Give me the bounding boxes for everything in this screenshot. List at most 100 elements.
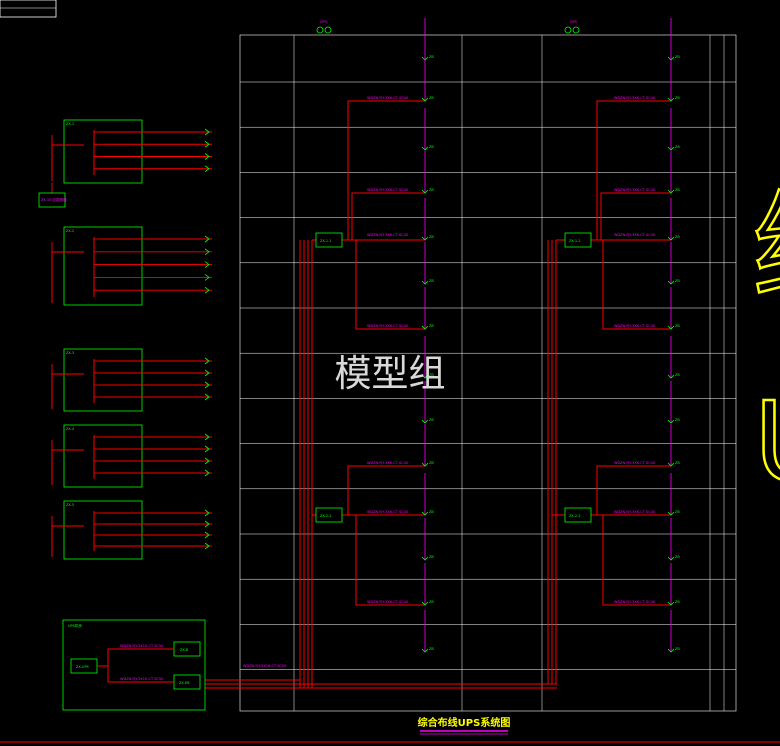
outlet-symbol bbox=[667, 374, 675, 379]
branch-upper-right-down bbox=[591, 239, 671, 330]
left-panel-label: ZX-4 bbox=[66, 427, 75, 431]
outlet-label: ZB bbox=[429, 418, 434, 422]
branch-lower-right-up bbox=[591, 465, 671, 516]
riser-box-4-label: ZX-2-2 bbox=[569, 514, 581, 518]
outlet-symbol bbox=[421, 374, 429, 379]
ups-box-label: ZX-UPS bbox=[76, 665, 90, 669]
main-feeder-label: WDZN-YJY-5X16-CT SC50 bbox=[243, 664, 286, 668]
riser-box-4: ZX-2-2 bbox=[564, 507, 592, 523]
outlet-label: ZB bbox=[675, 373, 680, 377]
panel-incoming-feed bbox=[51, 144, 84, 181]
outlet-label: ZB bbox=[675, 461, 680, 465]
left-panel-2: ZX-2 bbox=[51, 226, 212, 306]
branch-cable-label: WDZN-YJY-3X6-CT SC40 bbox=[614, 324, 655, 328]
branch-cable-label: WDZN-YJY-3X6-CT SC40 bbox=[367, 600, 408, 604]
riser-box-1-label: ZX-1-1 bbox=[320, 239, 332, 243]
panel-outlet-symbol bbox=[204, 248, 210, 256]
outlet-symbol bbox=[667, 648, 675, 653]
top-ups-label-right: UPS bbox=[570, 20, 578, 24]
outlet-symbol bbox=[421, 556, 429, 561]
riser-box-2-label: ZX-1-2 bbox=[569, 239, 581, 243]
left-panel-frame bbox=[63, 500, 143, 560]
riser-box-3-label: ZX-2-1 bbox=[320, 514, 332, 518]
panel-incoming-feed bbox=[51, 525, 84, 557]
branch-cable-label: WDZN-YJY-3X6-CT SC40 bbox=[367, 461, 408, 465]
outlet-symbol bbox=[421, 419, 429, 424]
outlet-label: ZB bbox=[675, 418, 680, 422]
branch-cable-label: WDZN-YJY-3X6-CT SC40 bbox=[367, 96, 408, 100]
outlet-symbol bbox=[667, 97, 675, 102]
outlet-symbol bbox=[421, 280, 429, 285]
branch-cable-label: WDZN-YJY-3X6-CT SC40 bbox=[367, 188, 408, 192]
panel-outlet-symbol bbox=[204, 393, 210, 401]
panel-incoming-feed bbox=[51, 449, 84, 485]
left-panel-label: ZX-1 bbox=[66, 122, 74, 126]
ups-room: UPS机房 ZX-UPS ZX-B ZX-EB WDZN-YJY-3X10-CT… bbox=[62, 619, 206, 711]
outlet-label: ZB bbox=[675, 324, 680, 328]
outlet-symbol bbox=[667, 236, 675, 241]
outlet-label: ZB bbox=[429, 461, 434, 465]
top-ups-label-left: UPS bbox=[320, 20, 328, 24]
outlet-label: ZB bbox=[429, 279, 434, 283]
branch-cable-label: WDZN-YJY-3X6-CT SC40 bbox=[614, 461, 655, 465]
branch-cable-label: WDZN-YJY-3X6-CT SC40 bbox=[614, 600, 655, 604]
branch-cable-label: WDZN-YJY-3X6-CT SC40 bbox=[614, 96, 655, 100]
panel-outlet-symbol bbox=[204, 542, 210, 550]
outlet-label: ZB bbox=[429, 235, 434, 239]
outlet-symbol bbox=[667, 601, 675, 606]
outlet-symbol bbox=[667, 325, 675, 330]
left-panel-frame bbox=[63, 348, 143, 412]
riser-box-1: ZX-1-1 bbox=[315, 232, 343, 248]
outlet-label: ZB bbox=[429, 55, 434, 59]
grid-outer-frame bbox=[239, 34, 737, 712]
left-panel-frame bbox=[63, 119, 143, 184]
panel-outlet-symbol bbox=[204, 509, 210, 517]
outlet-label: ZB bbox=[675, 600, 680, 604]
outlet-symbol bbox=[421, 325, 429, 330]
panel-outlet-symbol bbox=[204, 165, 210, 173]
left-panel-5: ZX-5 bbox=[51, 500, 212, 560]
panel-outlet-symbol bbox=[204, 469, 210, 477]
title-block-box bbox=[0, 0, 57, 18]
top-ups-symbol-right-1 bbox=[564, 26, 572, 34]
branch-lower-left-down bbox=[342, 514, 425, 606]
left-panel-3: ZX-3 bbox=[51, 348, 212, 412]
left-panel-4: ZX-4 bbox=[51, 424, 212, 488]
outlet-label: ZB bbox=[429, 324, 434, 328]
panel-outlet-symbol bbox=[204, 433, 210, 441]
outlet-symbol bbox=[421, 236, 429, 241]
riser-box-3: ZX-2-1 bbox=[315, 507, 343, 523]
outlet-symbol bbox=[667, 280, 675, 285]
outlet-label: ZB bbox=[675, 235, 680, 239]
outlet-label: ZB bbox=[429, 600, 434, 604]
left-side-box-label: ZX-1E 应急照明 bbox=[41, 197, 67, 202]
left-panel-frame bbox=[63, 424, 143, 488]
watermark: 模型组 bbox=[335, 352, 446, 395]
outlet-label: ZB bbox=[429, 647, 434, 651]
panel-outlet-symbol bbox=[204, 357, 210, 365]
outlet-symbol bbox=[421, 462, 429, 467]
outlet-symbol bbox=[421, 189, 429, 194]
outlet-label: ZB bbox=[429, 510, 434, 514]
top-ups-symbol-left-1 bbox=[316, 26, 324, 34]
branch-upper-left-down bbox=[342, 239, 425, 330]
big-side-text: 综 bbox=[752, 180, 780, 319]
branch-lower-right-down bbox=[591, 514, 671, 606]
big-side-text-2: U bbox=[754, 378, 780, 506]
panel-outlet-symbol bbox=[204, 153, 210, 160]
outlet-label: ZB bbox=[429, 188, 434, 192]
branch-cable-label: WDZN-YJY-3X6-CT SC40 bbox=[614, 510, 655, 514]
panel-outlet-symbol bbox=[204, 520, 210, 528]
outlet-symbol bbox=[421, 511, 429, 516]
branch-cable-label: WDZN-YJY-3X6-CT SC40 bbox=[614, 233, 655, 237]
panel-outlet-symbol bbox=[204, 369, 210, 377]
left-side-box bbox=[38, 192, 66, 208]
top-ups-marker-right: UPS bbox=[564, 20, 580, 34]
panel-outlet-symbol bbox=[204, 457, 210, 465]
panel-outlet-symbol bbox=[204, 445, 210, 453]
branch-cable-label: WDZN-YJY-3X6-CT SC40 bbox=[367, 510, 408, 514]
left-distribution-panels: ZX-1ZX-2ZX-3ZX-4ZX-5 bbox=[51, 119, 212, 560]
outlet-symbol bbox=[421, 648, 429, 653]
left-panel-label: ZX-3 bbox=[66, 351, 74, 355]
branch-cable-label: WDZN-YJY-3X6-CT SC40 bbox=[367, 324, 408, 328]
